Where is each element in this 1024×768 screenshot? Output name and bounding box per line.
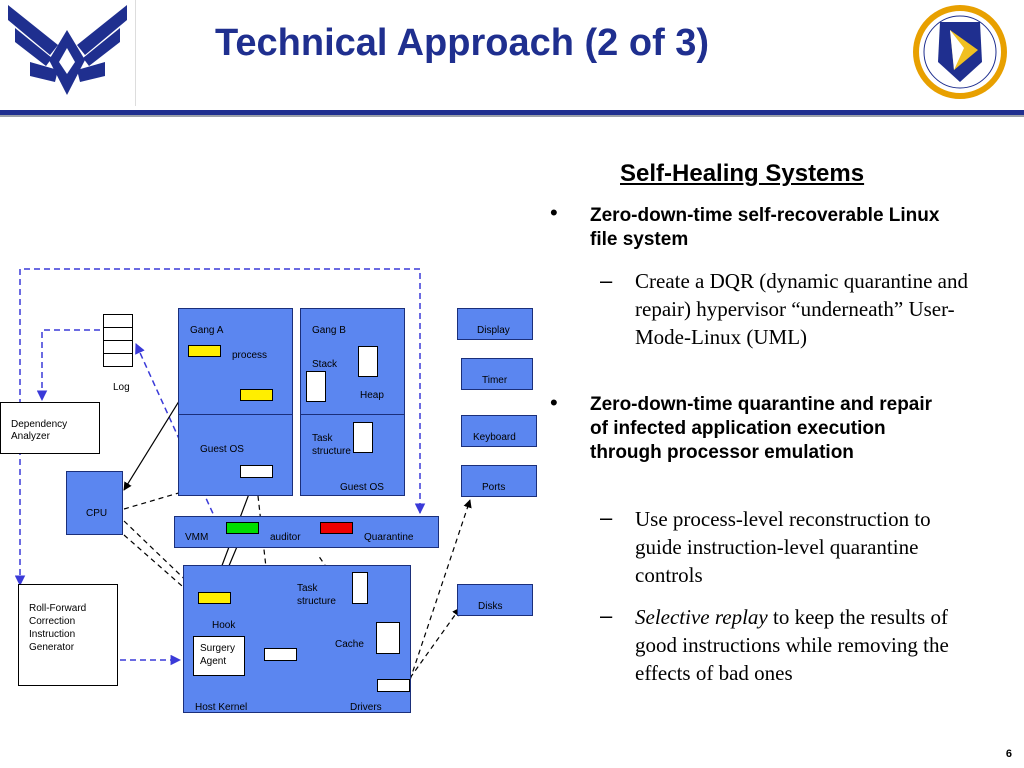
bullet-1-sub-1-dash: – (600, 268, 613, 293)
gang-b-divider (300, 414, 405, 415)
roll-forward-box: Roll-Forward Correction Instruction Gene… (18, 584, 118, 686)
timer-box (461, 358, 533, 390)
air-force-wings-icon (8, 5, 127, 95)
gang-b-box (300, 308, 405, 496)
bullet-2-glyph: • (550, 390, 558, 415)
selective-replay-rest: to keep the results of good instructions… (635, 605, 949, 685)
log-cell (103, 353, 133, 367)
log-label: Log (113, 382, 130, 393)
host-kernel-label: Host Kernel (195, 702, 248, 713)
process-block (188, 345, 221, 357)
gang-a-slot (240, 465, 273, 478)
bullet-1-sub-1-text: Create a DQR (dynamic quarantine and rep… (635, 269, 968, 349)
vmm-label: VMM (185, 532, 209, 543)
gang-a-divider (178, 414, 293, 415)
log-cell (103, 340, 133, 354)
process-label: process (232, 350, 268, 361)
auditor-label: auditor (270, 532, 301, 543)
gang-a-box (178, 308, 293, 496)
slide-title: Technical Approach (2 of 3) (215, 22, 710, 64)
guest-os-a-label: Guest OS (200, 444, 244, 455)
hook-label: Hook (212, 620, 236, 631)
cache-label: Cache (335, 639, 364, 650)
stack-label: Stack (312, 359, 338, 370)
dependency-analyzer-box: Dependency Analyzer (0, 402, 100, 454)
page-number: 6 (1005, 748, 1012, 760)
afrl-seal (910, 0, 1010, 104)
roll-forward-label: Roll-Forward Correction Instruction Gene… (29, 603, 87, 653)
bullet-1-text: Zero-down-time self-recoverable Linux fi… (590, 205, 940, 250)
keyboard-box (461, 415, 537, 447)
surgery-agent-box: Surgery Agent (193, 636, 245, 676)
task-structure-host-block (352, 572, 368, 604)
display-box (457, 308, 533, 340)
task-structure-b-label: Task structure (312, 433, 351, 457)
selective-replay-emphasis: Selective replay (635, 605, 768, 629)
gang-b-label: Gang B (312, 325, 346, 336)
process-copy-block (240, 389, 273, 401)
ports-label: Ports (482, 482, 506, 493)
header-rule (0, 110, 1024, 115)
afrl-seal-icon (913, 5, 1007, 99)
disks-label: Disks (478, 601, 503, 612)
surgery-agent-label: Surgery Agent (200, 643, 236, 667)
task-structure-host-label: Task structure (297, 583, 336, 607)
display-label: Display (477, 325, 510, 336)
stack-block (306, 371, 326, 402)
surgery-slot (264, 648, 297, 661)
log-cell (103, 314, 133, 328)
quarantine-label: Quarantine (364, 532, 414, 543)
cache-block (376, 622, 400, 654)
bullet-2-sub-1-dash: – (600, 505, 613, 530)
ports-box (461, 465, 537, 497)
heap-label: Heap (360, 390, 384, 401)
air-force-logo (0, 0, 136, 106)
timer-label: Timer (482, 375, 508, 386)
loop-line (19, 268, 421, 585)
drivers-label: Drivers (350, 702, 382, 713)
section-heading: Self-Healing Systems (620, 160, 865, 187)
bullet-2-text: Zero-down-time quarantine and repair of … (590, 394, 933, 463)
cpu-label: CPU (86, 508, 108, 519)
bullet-2-sub-1-text: Use process-level reconstruction to guid… (635, 507, 931, 587)
cpu-box (66, 471, 123, 535)
hook-block (198, 592, 231, 604)
guest-os-b-label: Guest OS (340, 482, 384, 493)
bullet-2-sub-2-dash: – (600, 603, 613, 628)
keyboard-label: Keyboard (473, 432, 516, 443)
heap-block (358, 346, 378, 377)
auditor-block (226, 522, 259, 534)
gang-a-label: Gang A (190, 325, 224, 336)
drivers-slot (377, 679, 410, 692)
header-rule-shadow (0, 115, 1024, 117)
task-structure-b-block (353, 422, 373, 453)
bullet-2-sub-2-text: Selective replay to keep the results of … (635, 603, 980, 687)
vmm-bar (174, 516, 439, 548)
quarantine-block (320, 522, 353, 534)
dependency-analyzer-label: Dependency Analyzer (11, 419, 68, 442)
bullet-1-glyph: • (550, 200, 558, 225)
disks-box (457, 584, 533, 616)
log-cell (103, 327, 133, 341)
